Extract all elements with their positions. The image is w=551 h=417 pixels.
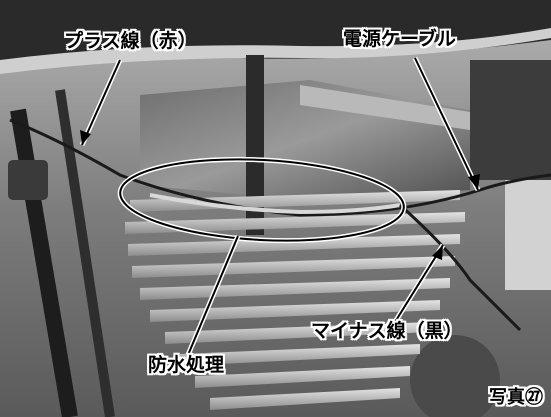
arrowhead-plus [80,130,91,145]
vertical-hose [246,55,264,235]
cover-highlight [300,85,470,130]
tank-edge-highlight [0,28,551,74]
frame-pipe-left-2 [55,89,115,417]
arrowhead-minus [432,245,443,260]
annotation-leaders [79,56,481,356]
photo-number-label: 写真㉗ [489,387,543,408]
minus-wire-path [398,203,522,332]
power-cable-label: 電源ケーブル [343,28,456,50]
minus-wire-label: マイナス線（黒） [311,320,463,342]
plus-wire-path [9,118,551,217]
waterproofing-ellipse [119,158,405,242]
right-lower-part [410,335,500,417]
plus-wire-label: プラス線（赤） [64,30,197,52]
waterproofing-label: 防水処理 [148,354,225,376]
taped-wire [149,193,401,215]
right-component [470,60,551,180]
arrowhead-power [468,174,480,190]
right-bracket [505,180,551,290]
left-bracket [8,160,48,200]
